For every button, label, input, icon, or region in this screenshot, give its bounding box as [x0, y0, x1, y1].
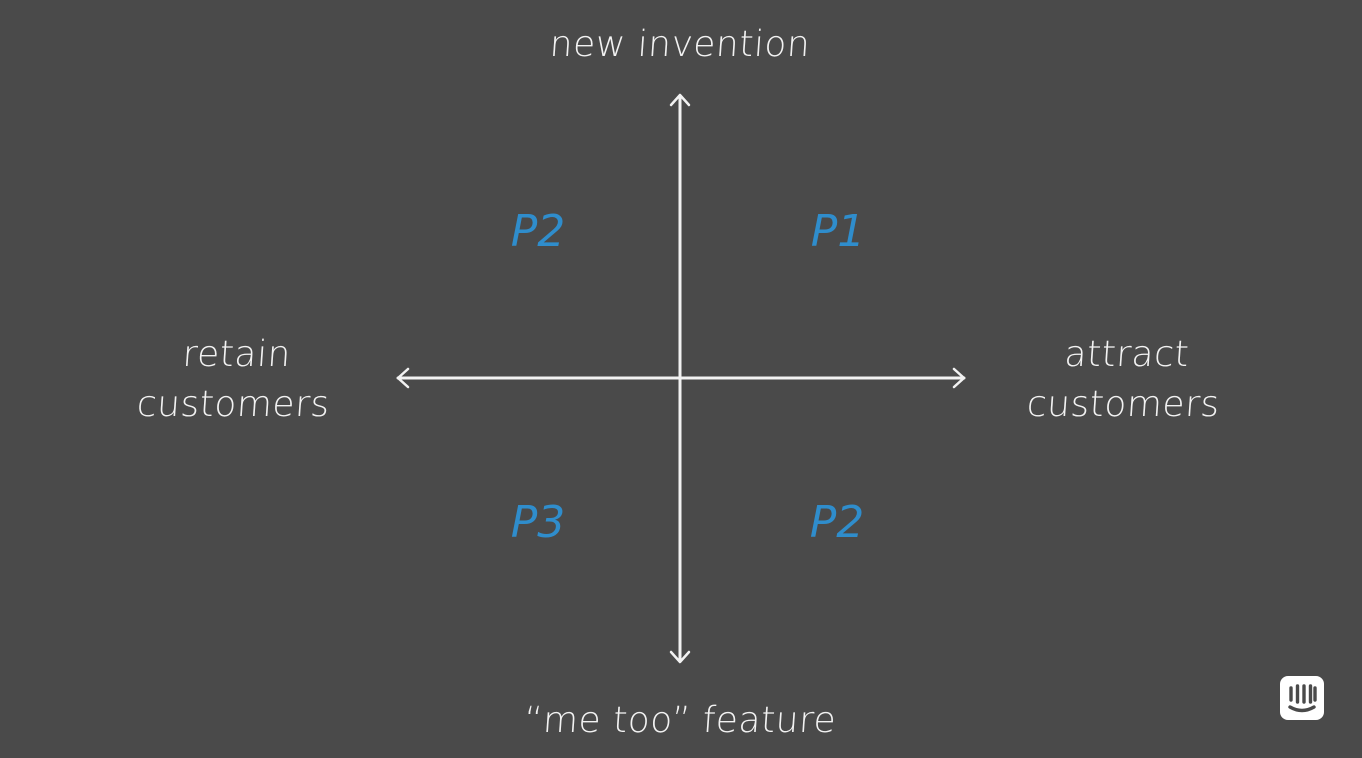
quadrant-top-left-priority: P2 [510, 206, 566, 257]
axis-label-left-line-2: customers [135, 384, 332, 425]
arrow-right-icon [952, 367, 966, 389]
arrow-left-icon [396, 367, 410, 389]
axis-label-left-line-1: retain [181, 334, 293, 375]
axis-label-right-line-1: attract [1063, 334, 1191, 375]
axis-label-right: attract customers [987, 330, 1264, 430]
intercom-logo-icon [1280, 676, 1324, 720]
quadrant-bottom-right-priority: P2 [809, 497, 865, 548]
quadrant-top-right-priority: P1 [810, 206, 866, 257]
axis-label-right-line-2: customers [1025, 384, 1222, 425]
axis-label-top: new invention [548, 24, 812, 65]
arrow-up-icon [669, 93, 691, 107]
axis-label-bottom: “me too” feature [522, 700, 838, 741]
arrow-down-icon [669, 650, 691, 664]
axis-label-left: retain customers [97, 330, 374, 430]
quadrant-bottom-left-priority: P3 [510, 497, 566, 548]
